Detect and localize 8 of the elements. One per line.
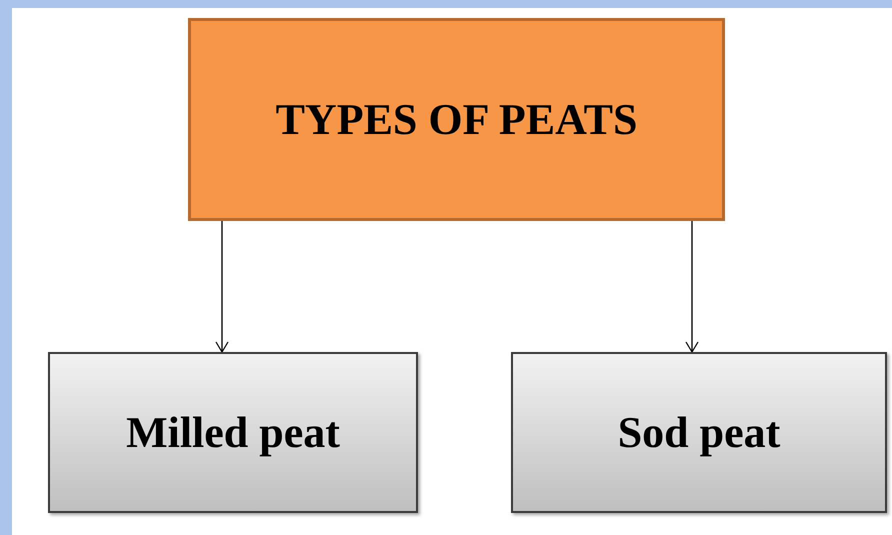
category-box: [511, 352, 887, 513]
arrow: [685, 221, 699, 353]
title-box: [188, 18, 725, 221]
box-label: Sod peat: [618, 407, 780, 458]
box-label: TYPES OF PEATS: [276, 94, 638, 145]
arrow: [215, 221, 229, 353]
box-label: Milled peat: [126, 407, 340, 458]
category-box: [48, 352, 418, 513]
